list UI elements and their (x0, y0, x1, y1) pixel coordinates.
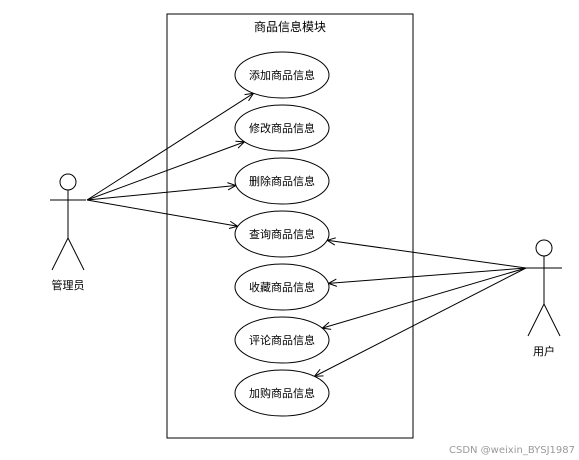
use-case-delete-label: 删除商品信息 (249, 174, 315, 188)
use-case-add: 添加商品信息 (234, 51, 330, 99)
use-case-purchase-label: 加购商品信息 (249, 386, 315, 400)
actor-admin-head (59, 173, 77, 191)
use-case-edit: 修改商品信息 (234, 104, 330, 152)
watermark-text: CSDN @weixin_BYSJ1987 (449, 445, 575, 456)
association-admin-delete (86, 184, 236, 201)
use-case-purchase-ellipse (234, 369, 330, 417)
association-admin-edit (86, 141, 245, 201)
use-case-edit-label: 修改商品信息 (249, 121, 315, 135)
use-case-add-label: 添加商品信息 (249, 68, 315, 82)
system-boundary (166, 13, 414, 439)
association-user-review (322, 267, 527, 329)
use-case-layer: 添加商品信息修改商品信息删除商品信息查询商品信息收藏商品信息评论商品信息加购商品… (234, 51, 330, 417)
actor-user-leg-left (527, 303, 545, 337)
use-case-query-ellipse (234, 210, 330, 258)
use-case-edit-ellipse (234, 104, 330, 152)
use-case-add-ellipse (234, 51, 330, 99)
actor-user-leg-right (543, 303, 561, 337)
use-case-query: 查询商品信息 (234, 210, 330, 258)
association-layer (86, 92, 527, 377)
association-user-favorite (328, 267, 527, 284)
use-case-delete-ellipse (234, 157, 330, 205)
actor-admin: 管理员 (50, 173, 86, 292)
use-case-favorite-ellipse (234, 263, 330, 311)
use-case-query-label: 查询商品信息 (249, 227, 315, 241)
actor-admin-leg-left (51, 237, 69, 271)
use-case-review-label: 评论商品信息 (249, 333, 315, 347)
association-arrowhead-admin-add (244, 92, 255, 102)
association-user-query (327, 239, 527, 269)
use-case-delete: 删除商品信息 (234, 157, 330, 205)
use-case-review-ellipse (234, 316, 330, 364)
association-admin-add (86, 92, 254, 201)
use-case-favorite-label: 收藏商品信息 (249, 280, 315, 294)
use-case-review: 评论商品信息 (234, 316, 330, 364)
association-user-purchase (314, 267, 527, 377)
use-case-favorite: 收藏商品信息 (234, 263, 330, 311)
actor-user-label: 用户 (533, 344, 555, 358)
use-case-purchase: 加购商品信息 (234, 369, 330, 417)
system-title: 商品信息模块 (254, 19, 326, 34)
actor-user: 用户 (526, 239, 562, 358)
actor-admin-label: 管理员 (52, 278, 85, 292)
actor-admin-leg-right (67, 237, 85, 271)
association-admin-query (86, 199, 238, 227)
actor-user-head (535, 239, 553, 257)
